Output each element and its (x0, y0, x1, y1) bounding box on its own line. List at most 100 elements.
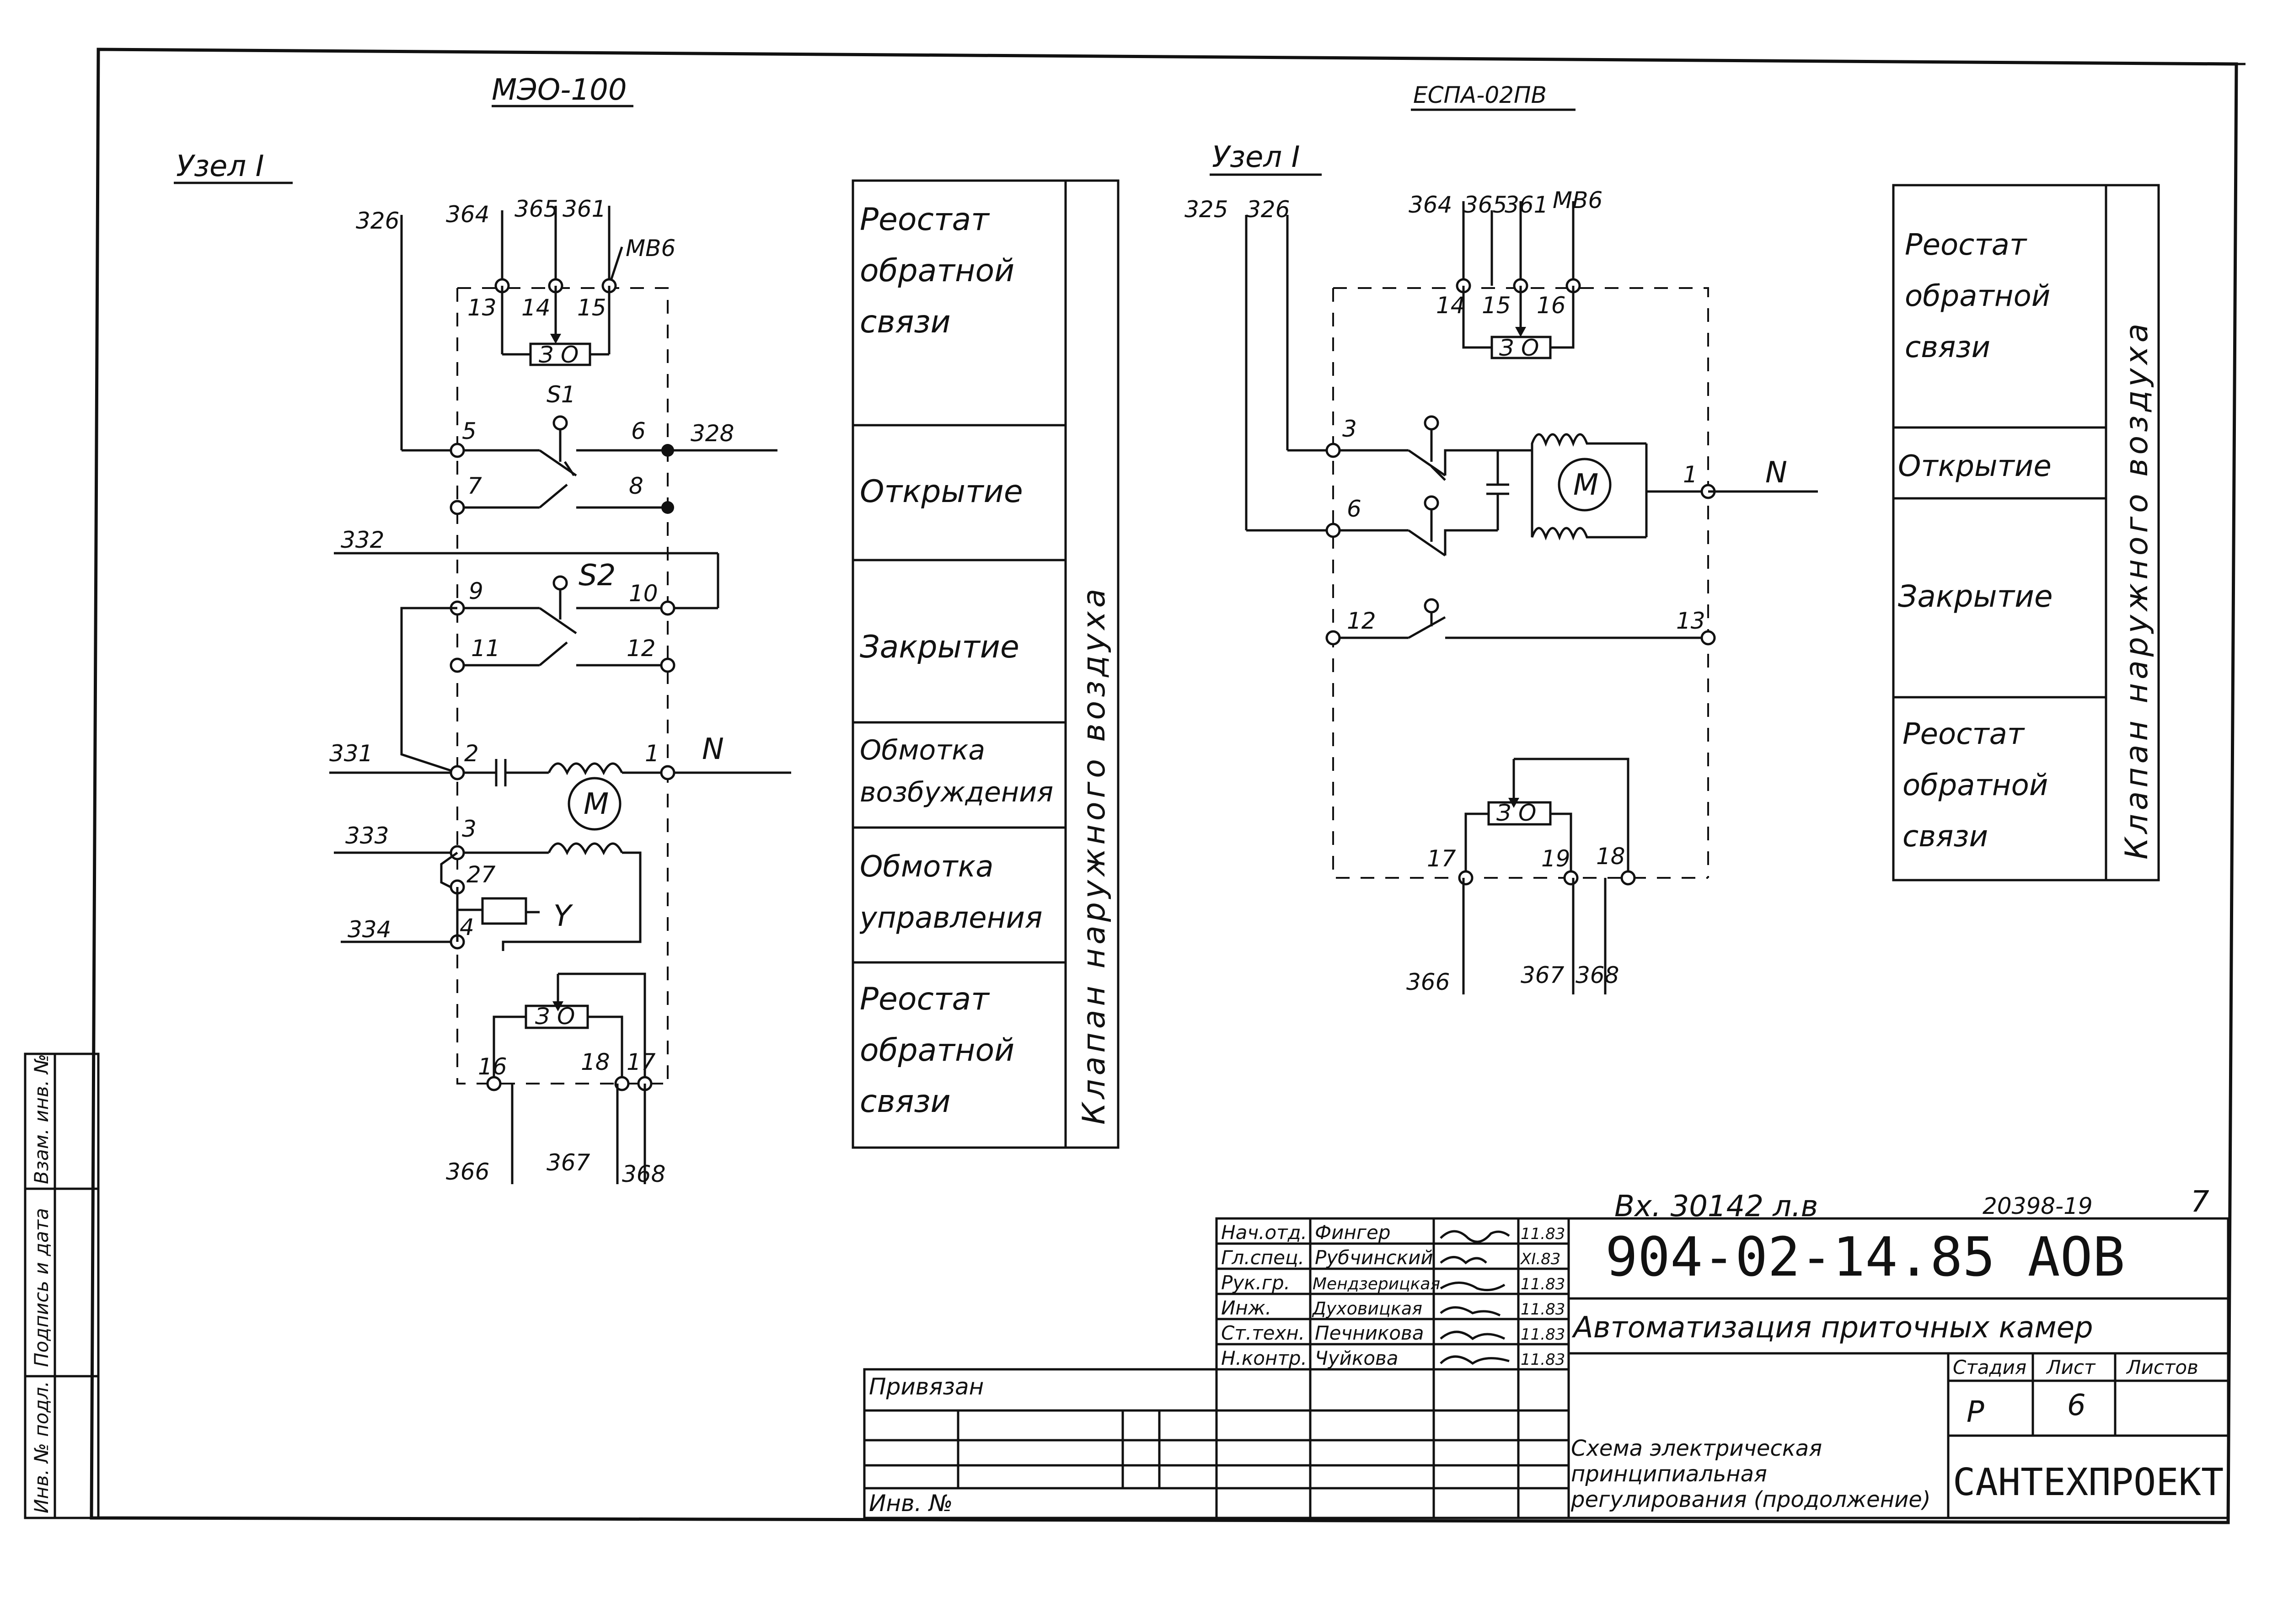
svg-text:18: 18 (581, 1049, 610, 1075)
svg-text:З О: З О (535, 1003, 575, 1030)
svg-text:11.83: 11.83 (1521, 1225, 1565, 1243)
sheet-frame (90, 48, 2238, 1524)
svg-text:S2: S2 (579, 559, 616, 593)
svg-text:XI.83: XI.83 (1520, 1250, 1560, 1268)
project-name: Автоматизация приточных камер (1571, 1311, 2093, 1345)
svg-text:366: 366 (1406, 969, 1450, 995)
right-node-schematic: ЕСПА-02ПВ Узел I 325 326 364 365 361 МВ6… (1184, 82, 1818, 995)
sheet-code: 20398-19 (1983, 1193, 2093, 1219)
svg-text:З О: З О (1496, 800, 1536, 826)
svg-text:Подпись и дата: Подпись и дата (30, 1208, 53, 1367)
svg-text:6: 6 (2067, 1389, 2086, 1422)
svg-text:365: 365 (514, 196, 558, 222)
svg-text:Печникова: Печникова (1315, 1322, 1424, 1344)
svg-text:N: N (1765, 456, 1787, 490)
right-device-name: ЕСПА-02ПВ (1413, 82, 1547, 108)
svg-text:325: 325 (1184, 196, 1228, 223)
svg-text:11.83: 11.83 (1521, 1325, 1565, 1344)
legend-right-side-label: Клапан наружного воздуха (2119, 320, 2155, 860)
svg-text:Привязан: Привязан (869, 1373, 984, 1400)
svg-text:19: 19 (1541, 845, 1570, 872)
svg-text:16: 16 (1537, 292, 1566, 319)
svg-text:Фингер: Фингер (1315, 1221, 1390, 1244)
svg-text:332: 332 (341, 527, 384, 553)
svg-text:366: 366 (446, 1159, 489, 1185)
left-node-schematic: МЭО-100 Узел I 326 364 365 361 МВ6 13 14… (174, 73, 791, 1187)
svg-text:Мендзерицкая: Мендзерицкая (1313, 1275, 1440, 1293)
svg-text:12: 12 (627, 635, 656, 662)
legend-right-row-4: Реостат обратной связи (1902, 717, 2048, 854)
svg-text:1: 1 (645, 740, 659, 767)
svg-text:11.83: 11.83 (1521, 1351, 1565, 1369)
legend-right-row-3: Закрытие (1898, 579, 2053, 614)
svg-text:368: 368 (1576, 962, 1619, 988)
svg-text:361: 361 (1505, 192, 1548, 218)
svg-text:334: 334 (348, 916, 391, 943)
svg-text:Чуйкова: Чуйкова (1315, 1347, 1399, 1369)
legend-right-row-1: Реостат обратной связи (1905, 228, 2051, 364)
svg-text:13: 13 (467, 294, 497, 321)
svg-text:13: 13 (1676, 608, 1705, 634)
svg-text:M: M (584, 787, 609, 821)
svg-text:11.83: 11.83 (1521, 1300, 1565, 1319)
svg-text:331: 331 (329, 740, 373, 767)
svg-text:27: 27 (466, 861, 496, 888)
svg-text:9: 9 (469, 578, 483, 604)
svg-text:18: 18 (1596, 843, 1625, 870)
svg-text:Духовицкая: Духовицкая (1312, 1298, 1422, 1319)
svg-text:368: 368 (622, 1161, 665, 1187)
svg-text:364: 364 (446, 201, 489, 228)
svg-text:Нач.отд.: Нач.отд. (1221, 1221, 1307, 1244)
svg-text:361: 361 (563, 196, 606, 222)
legend-left-row-2: Открытие (860, 474, 1023, 510)
svg-text:326: 326 (1246, 196, 1290, 223)
svg-text:14: 14 (521, 294, 551, 321)
svg-text:6: 6 (631, 418, 646, 444)
svg-text:367: 367 (547, 1149, 590, 1176)
legend-right-row-2: Открытие (1898, 449, 2052, 483)
legend-left-row-6: Реостат обратной связи (860, 981, 1015, 1120)
svg-text:МВ6: МВ6 (1553, 187, 1602, 214)
svg-text:6: 6 (1347, 496, 1361, 522)
svg-text:12: 12 (1347, 608, 1376, 634)
svg-text:15: 15 (1482, 292, 1511, 319)
svg-text:Ст.техн.: Ст.техн. (1221, 1322, 1305, 1344)
left-device-name: МЭО-100 (492, 73, 627, 107)
svg-text:Стадия: Стадия (1953, 1356, 2026, 1378)
svg-text:14: 14 (1436, 292, 1465, 319)
title-block: Вх. 30142 л.в 20398-19 7 Нач.отд. Фингер (863, 1185, 2229, 1519)
svg-text:2: 2 (464, 740, 479, 767)
svg-text:16: 16 (478, 1053, 507, 1080)
svg-text:Рубчинский: Рубчинский (1315, 1246, 1433, 1269)
svg-text:M: M (1573, 468, 1598, 502)
svg-text:333: 333 (345, 823, 389, 849)
svg-text:Лист: Лист (2046, 1356, 2096, 1378)
svg-text:S1: S1 (547, 381, 576, 408)
svg-text:1: 1 (1683, 461, 1698, 488)
svg-text:N: N (702, 732, 724, 766)
svg-text:10: 10 (629, 580, 658, 607)
svg-text:Рук.гр.: Рук.гр. (1221, 1271, 1290, 1294)
svg-text:Инж.: Инж. (1221, 1297, 1271, 1319)
legend-left-side-label: Клапан наружного воздуха (1076, 585, 1112, 1125)
svg-text:Инв. № подл.: Инв. № подл. (30, 1381, 53, 1513)
drawing-title: Схема электрическая принципиальная регул… (1571, 1436, 1931, 1512)
legend-left-row-3: Закрытие (860, 629, 1019, 665)
svg-text:З О: З О (1499, 335, 1539, 361)
svg-text:15: 15 (577, 294, 606, 321)
svg-text:11: 11 (471, 635, 500, 662)
sheet-number: 7 (2191, 1185, 2209, 1219)
svg-text:Инв. №: Инв. № (869, 1490, 953, 1517)
svg-text:364: 364 (1409, 192, 1452, 218)
svg-text:17: 17 (1427, 845, 1456, 872)
legend-left-row-4: Обмотка возбуждения (860, 734, 1054, 808)
svg-text:Н.контр.: Н.контр. (1221, 1347, 1307, 1369)
svg-text:328: 328 (691, 420, 734, 447)
svg-text:Р: Р (1967, 1395, 1984, 1429)
svg-text:Y: Y (553, 899, 573, 933)
organization-name: САНТЕХПРОЕКТ (1953, 1461, 2224, 1504)
legend-left-row-1: Реостат обратной связи (860, 202, 1015, 340)
svg-text:Листов: Листов (2126, 1356, 2198, 1378)
left-node-title: Узел I (176, 150, 264, 183)
